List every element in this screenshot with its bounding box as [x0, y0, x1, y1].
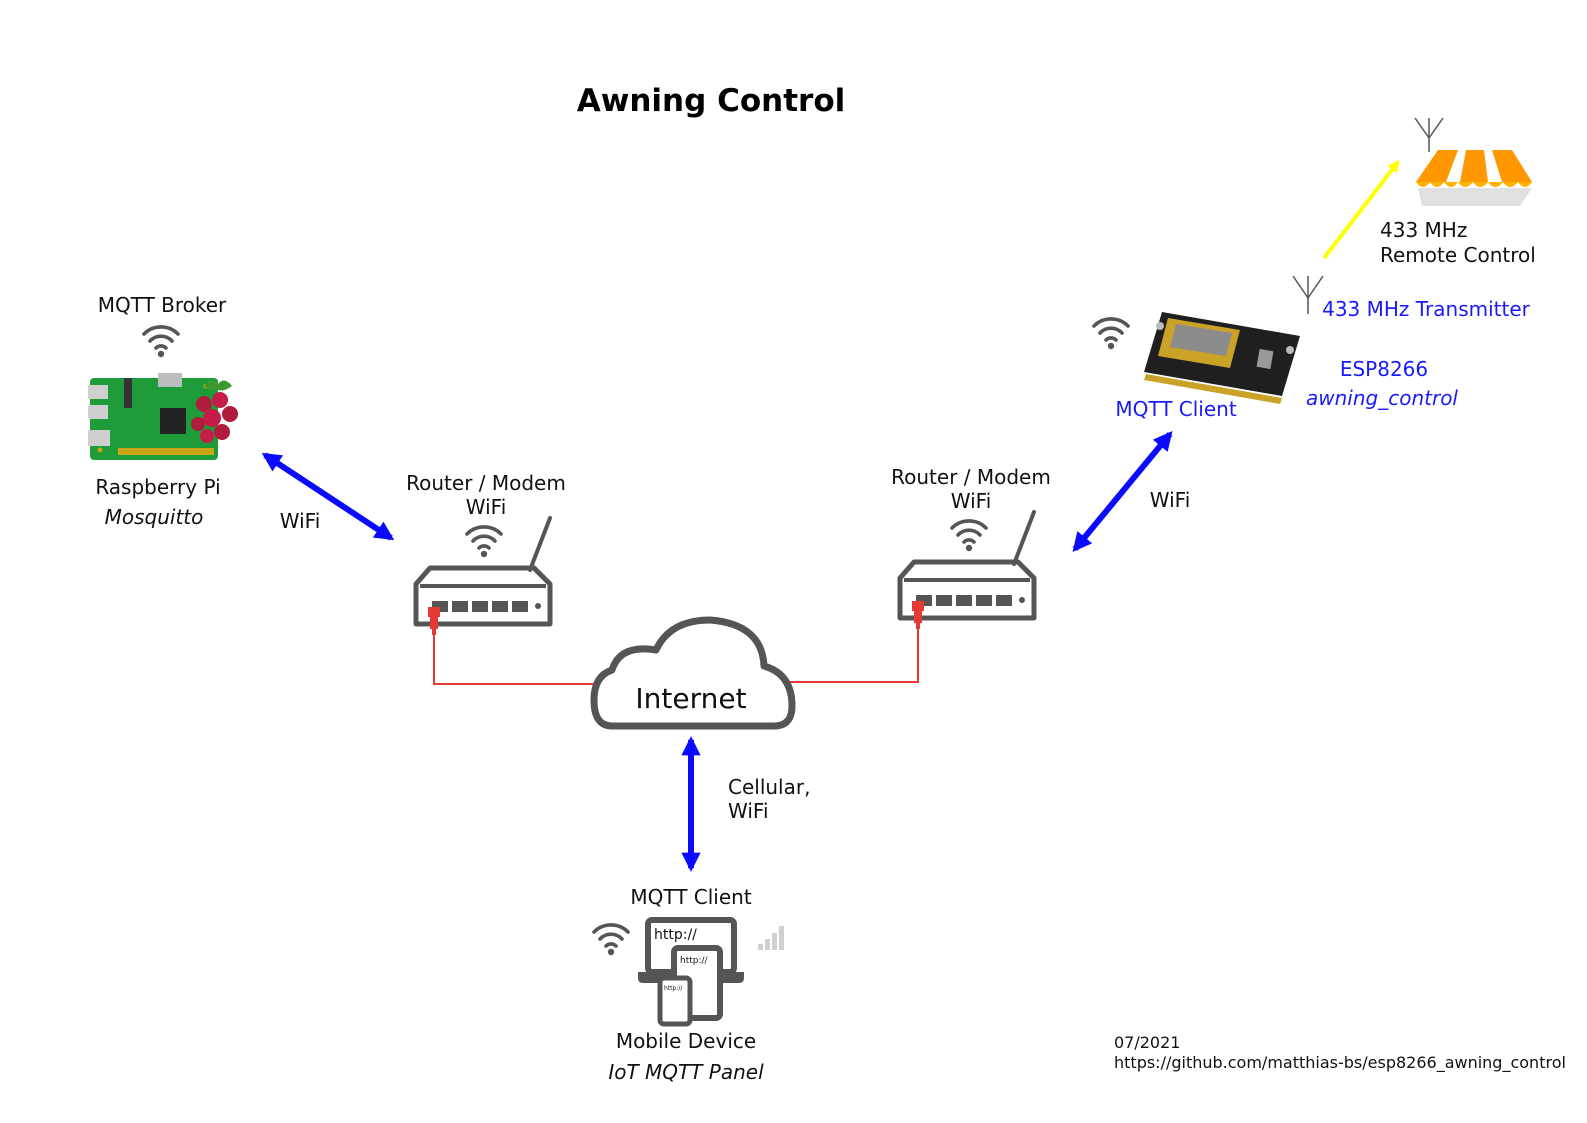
- signal-bars-icon: [758, 926, 784, 950]
- mobile-device-name: Mobile Device: [616, 1029, 756, 1053]
- laptop-url-text: http://: [654, 927, 697, 943]
- mobile-role-label: MQTT Client: [630, 885, 751, 909]
- esp8266-board-icon: [1144, 312, 1300, 404]
- broker-software: Mosquitto: [105, 505, 204, 529]
- esp-chip-label: ESP8266: [1340, 357, 1428, 381]
- wifi-icon: [950, 519, 988, 554]
- tablet-url-text: http://: [680, 956, 709, 966]
- wifi-link-right-arrow: [1072, 431, 1173, 552]
- wifi-link-right-label: WiFi: [1150, 488, 1191, 512]
- wifi-icon: [142, 325, 180, 360]
- antenna-icon: [1292, 275, 1324, 314]
- transmitter-label: 433 MHz Transmitter: [1322, 297, 1531, 321]
- phone-icon: http://: [657, 975, 693, 1027]
- awning-icon: [1416, 150, 1532, 206]
- wifi-link-left-label: WiFi: [280, 509, 321, 533]
- router-left-sublabel: WiFi: [466, 495, 507, 519]
- internet-label: Internet: [635, 682, 746, 715]
- radio-link-arrow: [1322, 160, 1400, 260]
- cloud-icon: [590, 616, 796, 730]
- wired-link-right: [788, 628, 919, 683]
- antenna-icon: [1414, 117, 1444, 152]
- wifi-icon: [465, 525, 503, 560]
- esp-program-label: awning_control: [1306, 386, 1458, 410]
- wifi-icon: [1092, 317, 1130, 352]
- phone-url-text: http://: [664, 985, 683, 992]
- wired-link-left: [433, 632, 598, 685]
- diagram-title: Awning Control: [577, 83, 846, 119]
- footer-url: https://github.com/matthias-bs/esp8266_a…: [1114, 1053, 1566, 1073]
- mobile-app-name: IoT MQTT Panel: [608, 1060, 764, 1084]
- broker-role-label: MQTT Broker: [98, 293, 227, 317]
- wifi-icon: [592, 923, 630, 958]
- router-left-label: Router / Modem: [406, 471, 566, 495]
- broker-name: Raspberry Pi: [95, 475, 220, 499]
- router-right-sublabel: WiFi: [951, 489, 992, 513]
- remote-label-line2: Remote Control: [1380, 243, 1536, 267]
- cellular-link-label-line1: Cellular,: [728, 775, 810, 799]
- cellular-link-label-line2: WiFi: [728, 799, 769, 823]
- router-right-label: Router / Modem: [891, 465, 1051, 489]
- raspberry-pi-icon: [88, 373, 238, 460]
- wifi-link-left-arrow: [261, 452, 395, 541]
- ethernet-plug-icon: [912, 601, 924, 629]
- esp-role-label: MQTT Client: [1115, 397, 1236, 421]
- ethernet-plug-icon: [428, 607, 440, 635]
- footer-date: 07/2021: [1114, 1033, 1180, 1052]
- remote-label-line1: 433 MHz: [1380, 218, 1467, 242]
